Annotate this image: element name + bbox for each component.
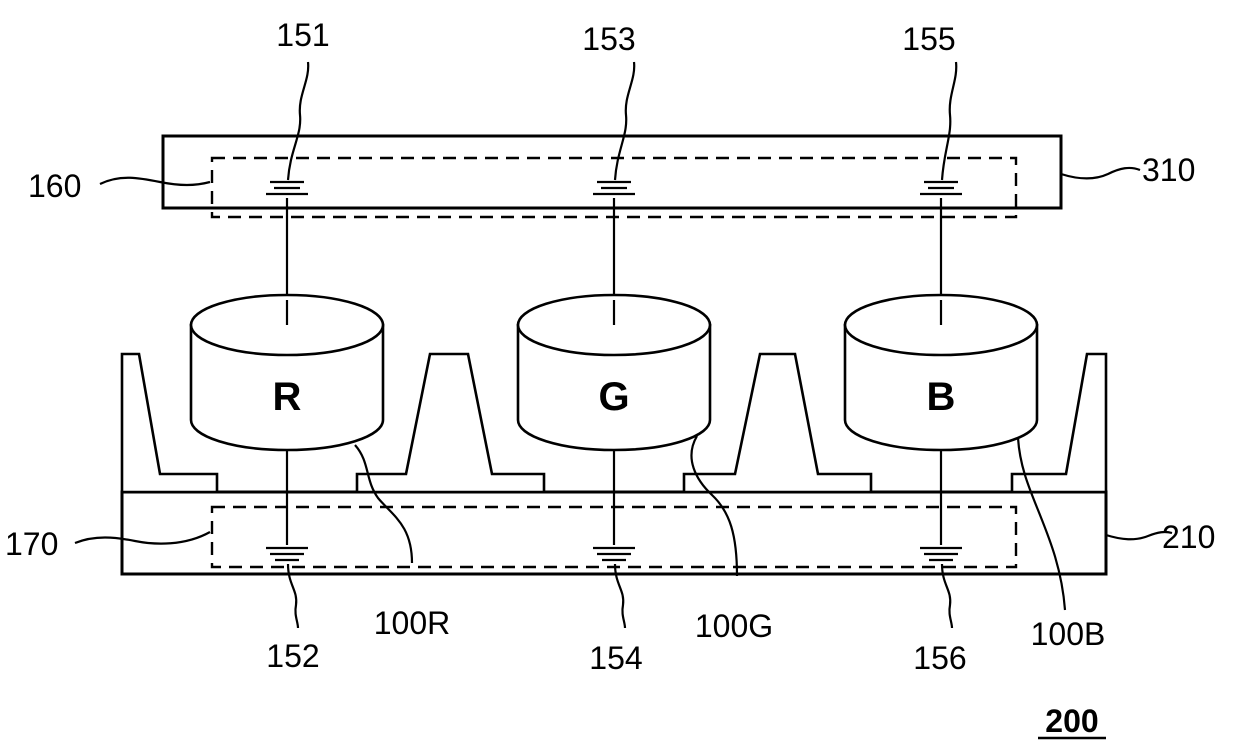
- figure-label-200: 200: [1045, 703, 1098, 739]
- leader-line-153: [615, 62, 634, 180]
- top-substrate-310: [163, 136, 1061, 208]
- electrode-plate-155: [920, 182, 962, 194]
- electrode-plate-156: [920, 548, 962, 560]
- label-100G: 100G: [695, 608, 773, 644]
- cylinder-label-g: G: [598, 375, 629, 419]
- label-152: 152: [266, 638, 319, 674]
- leader-line-100R: [355, 445, 412, 563]
- leader-line-170: [75, 532, 210, 544]
- leader-line-155: [942, 62, 956, 180]
- electrode-plate-152: [266, 548, 308, 560]
- label-156: 156: [913, 640, 966, 676]
- label-160: 160: [28, 168, 81, 204]
- label-155: 155: [902, 21, 955, 57]
- label-100B: 100B: [1031, 616, 1106, 652]
- cylinder-label-b: B: [927, 375, 956, 419]
- label-100R: 100R: [374, 605, 451, 641]
- led-cylinder-b: B: [845, 295, 1037, 450]
- label-310: 310: [1142, 152, 1195, 188]
- label-153: 153: [582, 21, 635, 57]
- leader-line-160: [100, 178, 210, 185]
- label-154: 154: [589, 640, 642, 676]
- bank-wall-middle-1: [357, 354, 544, 492]
- leader-line-310: [1061, 168, 1140, 179]
- electrode-plate-153: [593, 182, 635, 194]
- bank-wall-middle-2: [684, 354, 871, 492]
- leader-line-100B: [1018, 438, 1065, 610]
- leader-line-151: [288, 62, 308, 180]
- label-210: 210: [1162, 519, 1215, 555]
- led-cylinder-r: R: [191, 295, 383, 450]
- electrode-plate-151: [266, 182, 308, 194]
- electrode-plate-154: [593, 548, 635, 560]
- cylinder-label-r: R: [273, 375, 302, 419]
- label-151: 151: [276, 17, 329, 53]
- label-170: 170: [5, 526, 58, 562]
- led-cylinder-g: G: [518, 295, 710, 450]
